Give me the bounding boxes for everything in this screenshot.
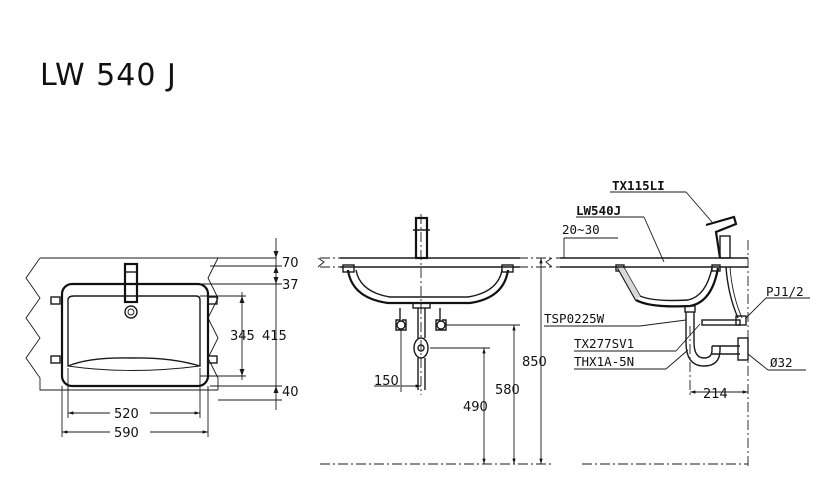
dim-590: 590	[114, 426, 139, 441]
dim-150: 150	[374, 374, 399, 389]
label-drain: THX1A-5N	[574, 354, 634, 369]
label-faucet: TX115LI	[612, 178, 665, 193]
label-valve: TX277SV1	[574, 336, 634, 351]
model-title: LW 540 J	[40, 58, 177, 93]
dim-40: 40	[282, 385, 299, 400]
side-view: TX115LI LW540J 20~30 TSP0225W TX277SV1 T…	[544, 178, 810, 468]
dim-490: 490	[463, 400, 488, 415]
dim-415: 415	[262, 329, 287, 344]
label-pipe: Ø32	[770, 355, 793, 370]
dim-520: 520	[114, 407, 139, 422]
label-range: 20~30	[562, 222, 600, 237]
dim-37: 37	[282, 278, 299, 293]
dim-70: 70	[282, 256, 299, 271]
front-view: 150 490 580 850	[317, 214, 553, 465]
plan-view: 70 37 345 415 40 520 590	[25, 238, 299, 441]
label-basin: LW540J	[576, 203, 621, 218]
label-trap-part: TSP0225W	[544, 311, 605, 326]
dim-850: 850	[522, 355, 547, 370]
dim-580: 580	[495, 383, 520, 398]
dim-345: 345	[230, 329, 255, 344]
dim-214: 214	[703, 387, 728, 402]
label-supply: PJ1/2	[766, 284, 804, 299]
